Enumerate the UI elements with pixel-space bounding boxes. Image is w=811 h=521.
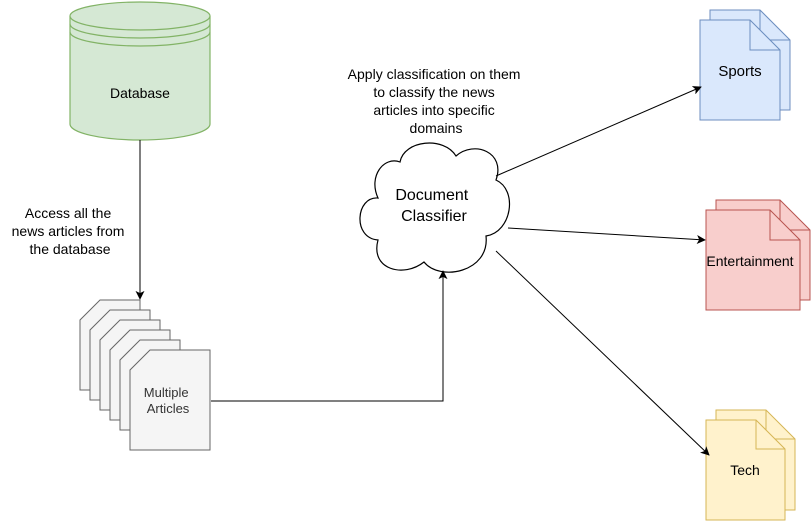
- articles-label: Multiple Articles: [144, 385, 192, 416]
- database-label: Database: [110, 85, 170, 101]
- entertainment-label: Entertainment: [706, 253, 793, 269]
- sports-document-front-fold: [749, 20, 780, 51]
- classifier-node[interactable]: Document Classifier: [359, 142, 511, 273]
- articles-label-line: Multiple: [144, 385, 189, 400]
- sports-node[interactable]: Sports: [699, 9, 791, 121]
- access-annotation-line: Access all the: [25, 205, 112, 221]
- edge-classifier-to-tech: [495, 250, 710, 456]
- access-annotation-line: news articles from: [12, 223, 125, 239]
- tech-document-front-fold: [755, 420, 785, 450]
- articles-label-line: Articles: [147, 401, 190, 416]
- classifier-label-line: Classifier: [401, 208, 467, 225]
- classifier-label-line: Document: [395, 187, 468, 204]
- database-node[interactable]: Database: [69, 1, 211, 141]
- edge-articles-to-classifier: [211, 270, 448, 402]
- entertainment-document-front: [705, 209, 801, 311]
- articles-node[interactable]: Multiple Articles: [79, 299, 211, 451]
- article-page: [129, 349, 211, 451]
- database-cylinder-ring-1: [69, 23, 211, 39]
- tech-document-front: [705, 419, 786, 521]
- sports-document-front: [699, 19, 781, 121]
- classify-annotation-line: articles into specific: [373, 102, 494, 118]
- database-cylinder-ring-2: [69, 31, 211, 47]
- entertainment-document-front-fold: [769, 210, 800, 241]
- classifier-label: Document Classifier: [395, 187, 472, 225]
- classify-annotation: Apply classification on them to classify…: [348, 66, 525, 136]
- classify-annotation-line: to classify the news: [373, 84, 494, 100]
- database-cylinder-top: [69, 1, 211, 31]
- tech-node[interactable]: Tech: [705, 409, 796, 521]
- sports-label: Sports: [718, 63, 761, 80]
- classify-annotation-line: Apply classification on them: [348, 66, 521, 82]
- classify-annotation-line: domains: [410, 120, 463, 136]
- access-annotation-line: the database: [30, 241, 111, 257]
- access-annotation: Access all the news articles from the da…: [12, 205, 129, 257]
- edge-classifier-to-sports: [495, 86, 702, 177]
- classifier-cloud: [359, 142, 511, 273]
- tech-label: Tech: [730, 462, 760, 478]
- entertainment-node[interactable]: Entertainment: [705, 199, 811, 311]
- edge-classifier-to-entertainment: [507, 227, 706, 244]
